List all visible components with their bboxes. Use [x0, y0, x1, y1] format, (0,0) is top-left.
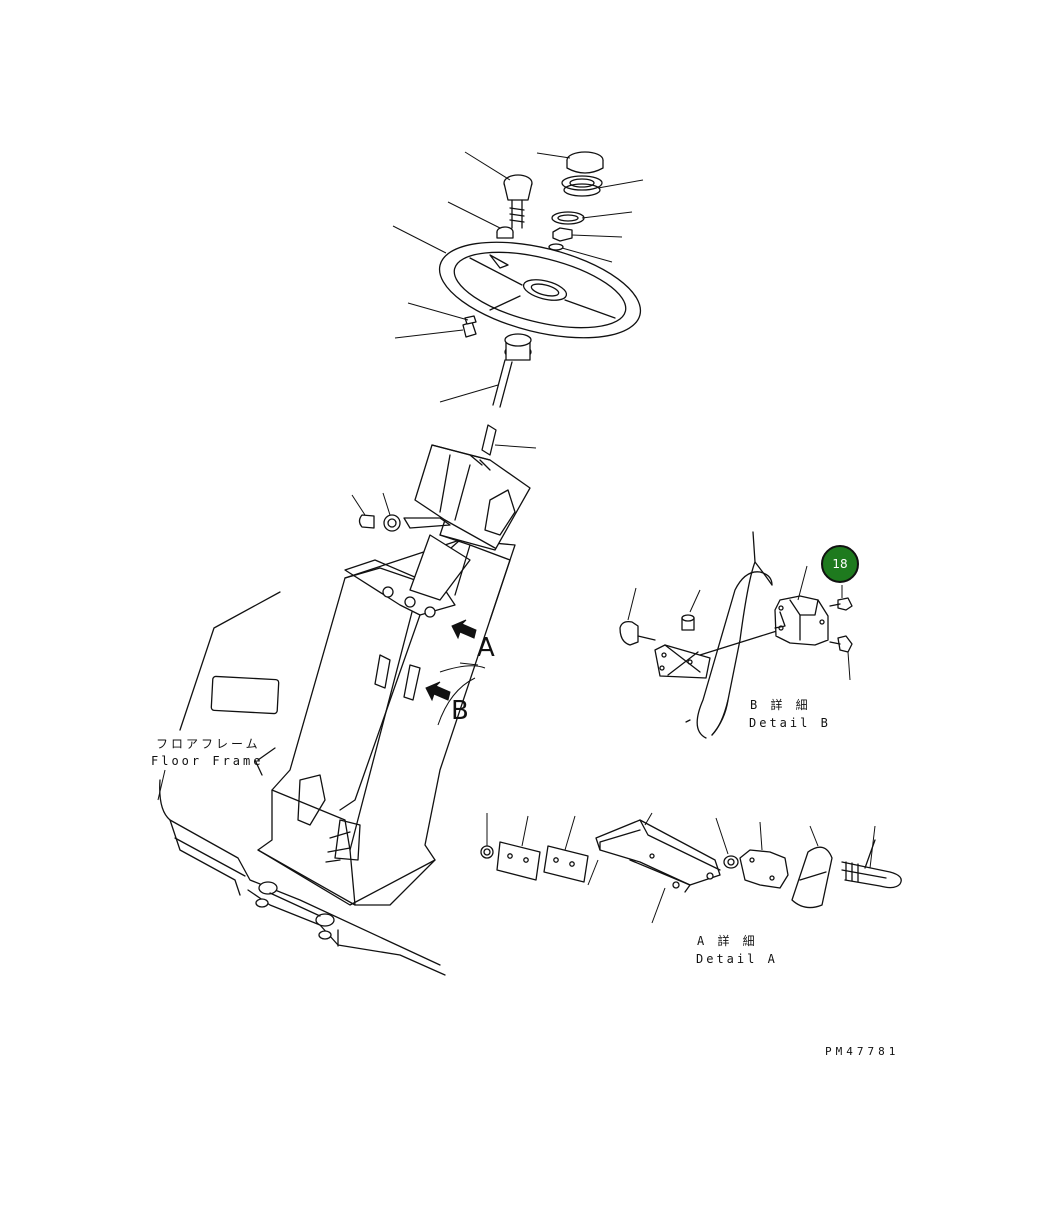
floor-frame [159, 591, 446, 976]
detail-a [480, 812, 902, 924]
arrow-b [425, 677, 476, 726]
steering-shaft [469, 333, 532, 471]
side-bolt [358, 514, 451, 532]
horn-cap-assembly [462, 151, 604, 338]
column-shroud [409, 444, 531, 621]
arrow-a [439, 619, 486, 673]
arrow-a-label: A [477, 633, 495, 663]
steering-wheel [438, 241, 642, 339]
arrow-b-label: B [451, 696, 469, 726]
column-housing [257, 539, 516, 906]
detail-b-label-jp: B 詳 細 [750, 698, 811, 712]
detail-a-label-en: Detail A [696, 952, 778, 966]
detail-b [619, 531, 853, 739]
floor-frame-leader [157, 769, 166, 801]
detail-a-label-jp: A 詳 細 [697, 934, 758, 948]
drawing-number: PM47781 [825, 1045, 900, 1058]
part-callout-number: 18 [832, 557, 848, 571]
floor-frame-label-jp: フロアフレーム [156, 737, 261, 751]
knob-assembly [496, 174, 533, 239]
part-callout-badge[interactable]: 18 [821, 545, 859, 583]
floor-frame-label-en: Floor Frame [151, 754, 264, 768]
detail-b-label-en: Detail B [749, 716, 831, 730]
leader-lines [351, 151, 644, 516]
